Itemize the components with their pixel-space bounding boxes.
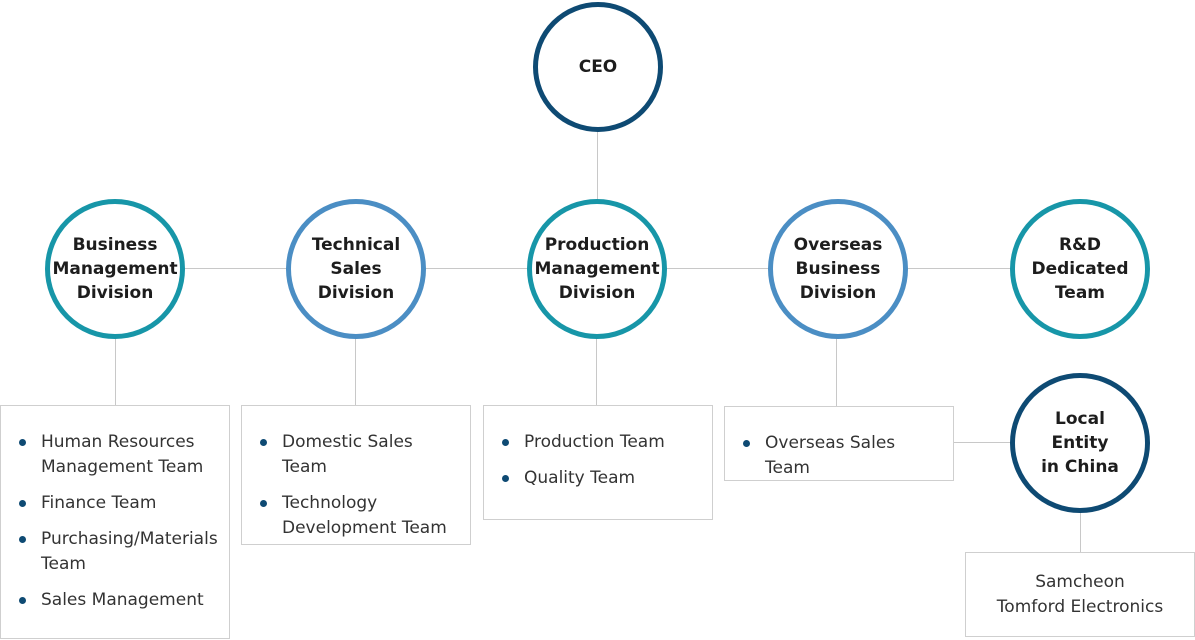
bullet-icon bbox=[743, 440, 750, 447]
bullet-icon bbox=[19, 536, 26, 543]
team-list-item: Sales Management bbox=[1, 588, 229, 613]
connector-production-to-box bbox=[596, 338, 597, 405]
overseas-teams-box: Overseas Sales Team bbox=[724, 406, 954, 481]
team-list-item: Domestic Sales Team bbox=[242, 430, 470, 480]
bullet-icon bbox=[260, 500, 267, 507]
team-label: Technology Development Team bbox=[282, 493, 447, 538]
technical-teams-box: Domestic Sales Team Technology Developme… bbox=[241, 405, 471, 545]
business-teams-box: Human Resources Management Team Finance … bbox=[0, 405, 230, 639]
team-label: Overseas Sales Team bbox=[765, 433, 896, 478]
connector-technical-to-box bbox=[355, 338, 356, 405]
connector-overseas-box-to-local-entity bbox=[953, 442, 1013, 443]
team-list-item: Purchasing/Materials Team bbox=[1, 527, 229, 577]
overseas-business-division-node: Overseas Business Division bbox=[768, 199, 908, 339]
bullet-icon bbox=[502, 439, 509, 446]
team-list-item: Technology Development Team bbox=[242, 491, 470, 541]
subsidiary-box: Samcheon Tomford Electronics bbox=[965, 552, 1195, 637]
team-label: Quality Team bbox=[524, 468, 636, 488]
business-management-division-node: Business Management Division bbox=[45, 199, 185, 339]
team-list-item: Finance Team bbox=[1, 491, 229, 516]
production-management-division-node: Production Management Division bbox=[527, 199, 667, 339]
bullet-icon bbox=[19, 597, 26, 604]
ceo-node: CEO bbox=[533, 2, 663, 132]
team-label: Purchasing/Materials Team bbox=[41, 529, 218, 574]
team-label: Sales Management bbox=[41, 590, 204, 610]
connector-business-to-box bbox=[115, 338, 116, 405]
bullet-icon bbox=[502, 475, 509, 482]
team-list-item: Overseas Sales Team bbox=[725, 431, 953, 481]
team-label: Human Resources Management Team bbox=[41, 432, 204, 477]
bullet-icon bbox=[260, 439, 267, 446]
rnd-dedicated-team-node: R&D Dedicated Team bbox=[1010, 199, 1150, 339]
team-label: Domestic Sales Team bbox=[282, 432, 413, 477]
team-list-item: Production Team bbox=[484, 430, 712, 455]
team-label: Finance Team bbox=[41, 493, 157, 513]
technical-sales-division-node: Technical Sales Division bbox=[286, 199, 426, 339]
production-teams-box: Production Team Quality Team bbox=[483, 405, 713, 520]
local-entity-china-node: Local Entity in China bbox=[1010, 373, 1150, 513]
bullet-icon bbox=[19, 439, 26, 446]
connector-ceo-to-row bbox=[597, 128, 598, 204]
connector-local-entity-to-subsidiary bbox=[1080, 511, 1081, 553]
team-list-item: Human Resources Management Team bbox=[1, 430, 229, 480]
team-label: Production Team bbox=[524, 432, 665, 452]
bullet-icon bbox=[19, 500, 26, 507]
connector-overseas-to-box bbox=[836, 338, 837, 406]
team-list-item: Quality Team bbox=[484, 466, 712, 491]
